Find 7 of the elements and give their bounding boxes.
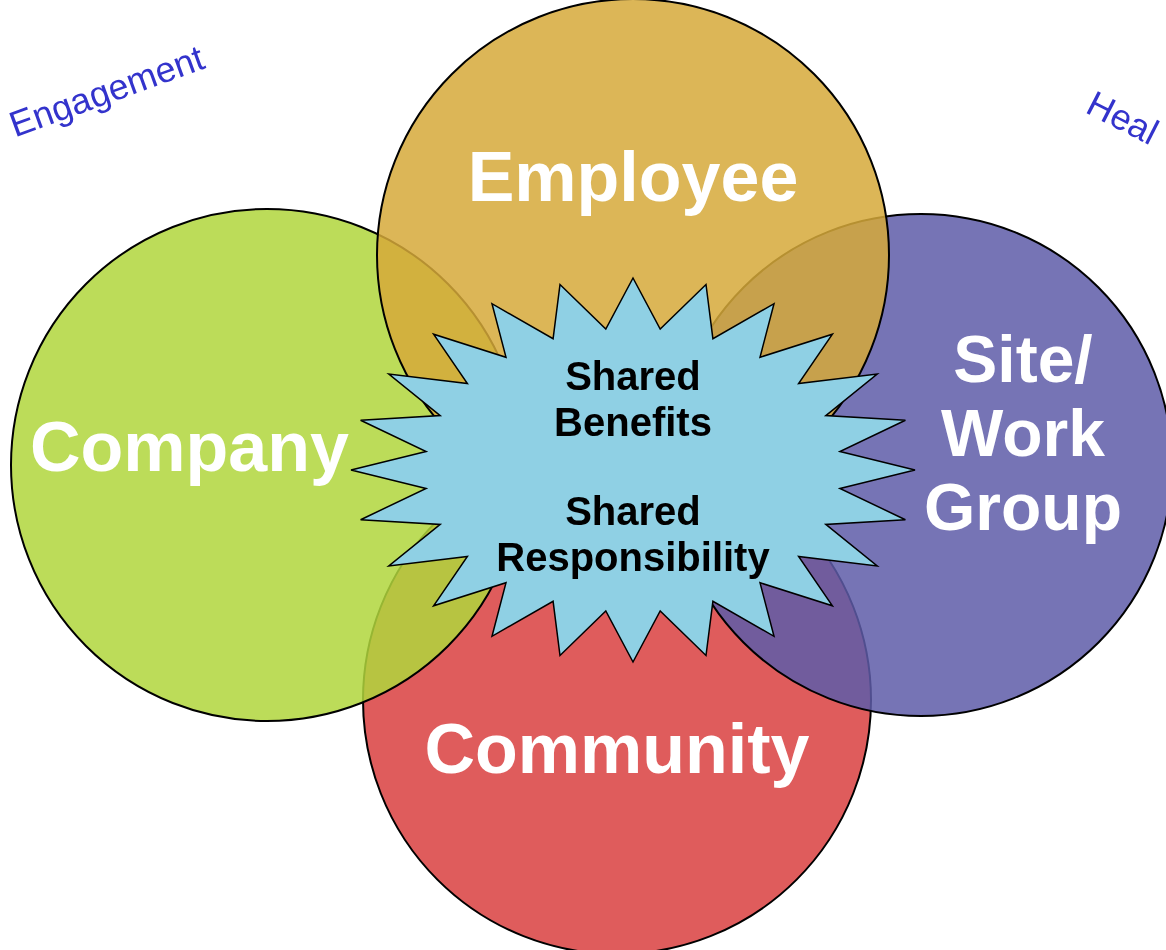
starburst-text: Shared Responsibility (495, 488, 771, 580)
circle-label: Site/ Work Group (923, 323, 1123, 545)
circle-label: Employee (466, 138, 800, 217)
side-label: Heal (1080, 82, 1166, 154)
circle-label: Company (30, 408, 349, 487)
circle-label: Community (423, 710, 811, 789)
starburst-text: Shared Benefits (553, 353, 713, 445)
